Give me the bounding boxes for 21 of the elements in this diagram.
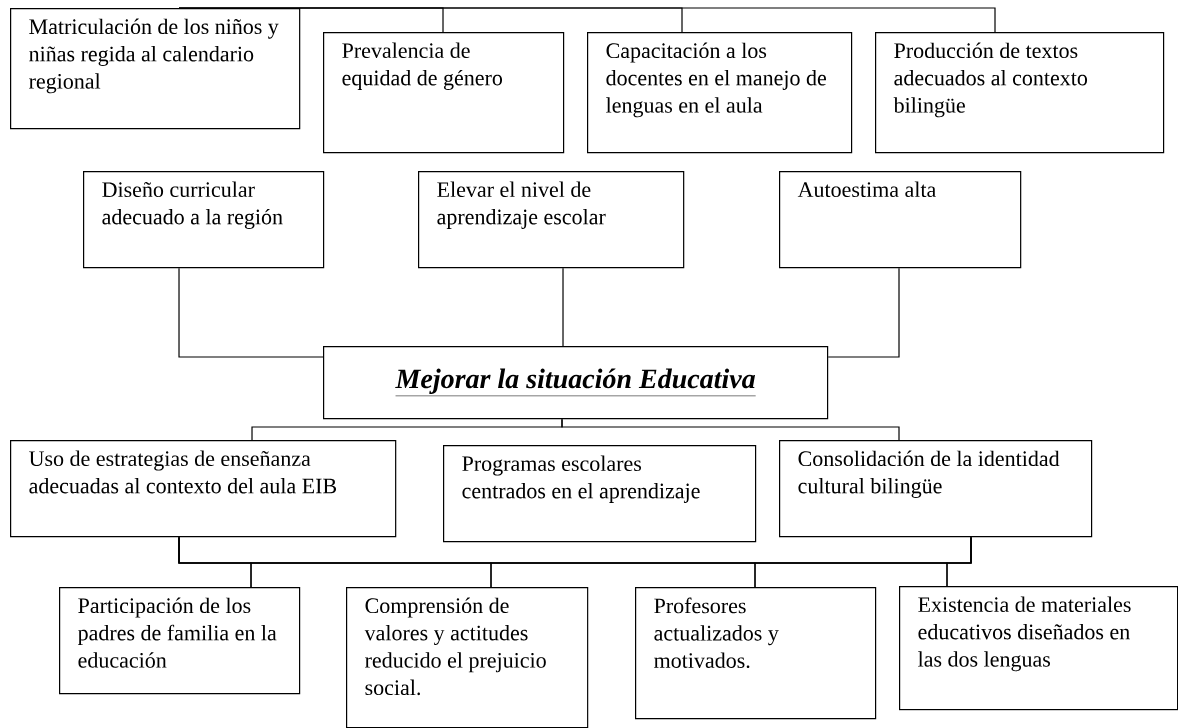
text-box: Autoestima alta: [779, 171, 1022, 269]
text-box: Uso de estrategias de enseñanza adecuadas al contexto del aula EIB: [10, 440, 397, 538]
connector-line: [562, 267, 564, 347]
text-box: Existencia de materiales educativos diseñados en las dos lenguas: [899, 586, 1178, 711]
text-box: Producción de textos adecuados al contexto bilingüe: [875, 32, 1165, 154]
text-box: Diseño curricular adecuado a la región: [83, 171, 325, 269]
connector-line: [827, 267, 900, 358]
text-box: Comprensión de valores y actitudes reducido el prejuicio social.: [346, 587, 589, 728]
text-box: Matriculación de los niños y niñas regida al calendario regional: [10, 8, 301, 130]
text-box: Participación de los padres de familia en la educación: [59, 587, 301, 695]
connector-line: [561, 418, 900, 441]
text-box: Prevalencia de equidad de género: [323, 32, 565, 154]
connector-line: [178, 7, 996, 33]
text-box: Programas escolares centrados en el aprendizaje: [443, 445, 757, 543]
text-box: Elevar el nivel de aprendizaje escolar: [418, 171, 685, 269]
text-box: Profesores actualizados y motivados.: [635, 587, 877, 720]
text-box: Capacitación a los docentes en el manejo de lenguas en el aula: [587, 32, 853, 154]
connector-line: [946, 536, 972, 587]
goal-box: Mejorar la situación Educativa: [323, 346, 829, 420]
text-box: Consolidación de la identidad cultural bilingüe: [779, 440, 1093, 538]
connector-line: [178, 267, 324, 358]
